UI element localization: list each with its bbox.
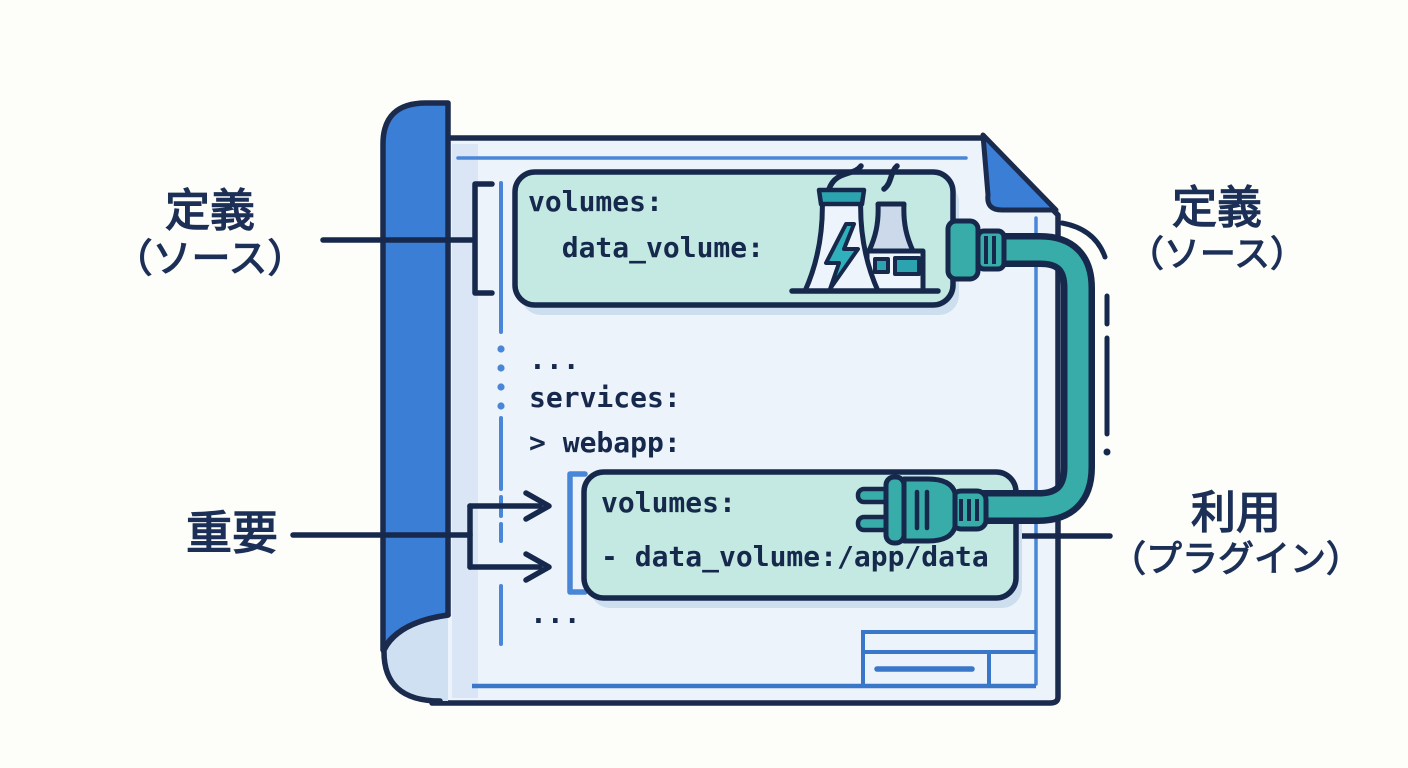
title-block — [472, 630, 1036, 689]
important-connector-arrows — [290, 490, 552, 583]
code-services-line: services: — [529, 381, 681, 414]
power-plant-icon — [789, 163, 941, 294]
top-box-code-line-2: data_volume: — [528, 231, 765, 264]
connection-cable — [975, 233, 1095, 524]
code-ellipsis-bottom: ... — [530, 597, 581, 630]
label-usage-subtitle: （プラグイン） — [1109, 539, 1362, 581]
code-webapp-line: > webapp: — [529, 426, 681, 459]
bottom-box-code-line-1: volumes: — [601, 486, 736, 519]
label-definition-right-subtitle: （ソース） — [1127, 234, 1307, 276]
page-rules — [456, 156, 1038, 686]
bottom-box-code-line-2: - data_volume:/app/data — [601, 540, 989, 573]
top-box-bracket — [472, 181, 495, 296]
label-important: 重要 — [82, 506, 382, 560]
label-definition-right: 定義 （ソース） — [1067, 181, 1367, 277]
code-ellipsis-top: ... — [529, 343, 580, 376]
arrowhead-top — [523, 490, 552, 522]
book-spine — [380, 100, 451, 653]
lightning-bolt — [824, 222, 860, 291]
building-window-wide — [893, 256, 921, 276]
left-margin-rule — [497, 181, 505, 646]
label-definition-left-subtitle: （ソース） — [113, 237, 307, 283]
bottom-box-bracket — [567, 471, 588, 595]
arrowhead-bottom — [523, 551, 552, 583]
smoke-curl-left — [826, 163, 864, 192]
cable-emphasis-dashes — [1059, 220, 1111, 456]
top-box-code-line-1: volumes: — [528, 185, 663, 218]
tower-top-band — [816, 187, 867, 207]
socket-connector — [945, 218, 1007, 282]
label-definition-right-title: 定義 — [1171, 181, 1262, 234]
label-definition-left-title: 定義 — [164, 184, 255, 237]
plug-face — [883, 474, 907, 546]
dog-ear-fold — [980, 132, 1059, 213]
label-usage-title: 利用 — [1190, 486, 1281, 539]
label-definition-left: 定義 （ソース） — [60, 184, 360, 283]
power-plug-icon — [855, 474, 989, 546]
label-important-title: 重要 — [186, 506, 278, 560]
smoke-curl-right — [881, 163, 900, 192]
building-window-small — [873, 257, 890, 274]
plug-body — [901, 476, 958, 544]
label-usage: 利用 （プラグイン） — [1086, 486, 1386, 582]
